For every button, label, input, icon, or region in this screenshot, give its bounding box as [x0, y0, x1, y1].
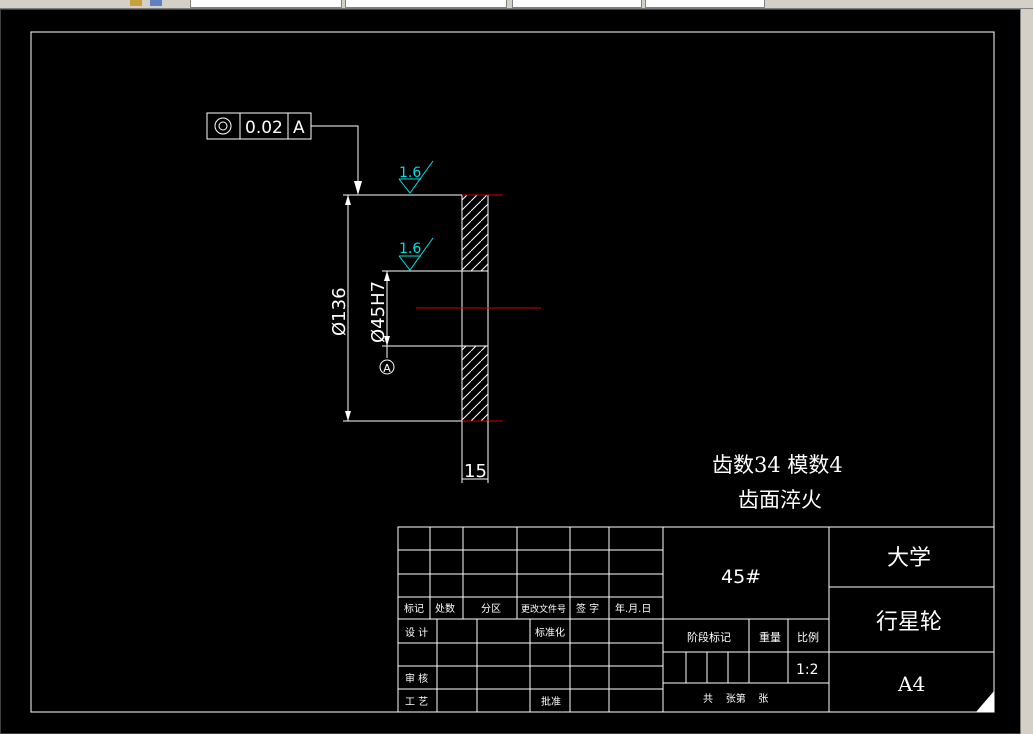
- organization: 大学: [887, 546, 931, 571]
- rev-header: 更改文件号: [521, 603, 566, 615]
- dimension-bore: Ø45H7: [368, 270, 462, 347]
- vertical-scrollbar[interactable]: [1020, 9, 1033, 734]
- linetype-dropdown[interactable]: [512, 0, 642, 8]
- design-label: 设 计: [405, 626, 428, 639]
- layer-dropdown[interactable]: [190, 0, 342, 8]
- thickness-dim: 15: [464, 461, 487, 482]
- tolerance-datum: A: [293, 118, 305, 138]
- tolerance-value: 0.02: [245, 118, 283, 138]
- stage-label: 阶段标记: [687, 630, 731, 644]
- weight-label: 重量: [759, 630, 781, 644]
- drawing-border: [30, 31, 995, 713]
- lineweight-dropdown[interactable]: [645, 0, 765, 8]
- gear-section: [416, 194, 541, 422]
- rev-header: 年.月.日: [615, 602, 651, 615]
- roughness-value: 1.6: [399, 165, 421, 181]
- standardize-label: 标准化: [535, 626, 565, 639]
- dimension-thickness: 15: [461, 421, 489, 483]
- scale-value: 1:2: [796, 662, 819, 678]
- layer-state-icon[interactable]: [150, 0, 162, 6]
- sheet-size: A4: [897, 672, 925, 696]
- rev-header: 标记: [404, 603, 424, 615]
- material: 45#: [721, 566, 761, 588]
- roughness-symbol-2: 1.6: [398, 237, 434, 271]
- outer-diameter-dim: Ø136: [329, 287, 350, 336]
- note-line-2: 齿面淬火: [738, 488, 822, 512]
- bore-dim: Ø45H7: [368, 281, 389, 343]
- datum-label: A: [383, 362, 391, 375]
- dimension-outer: Ø136: [329, 194, 462, 422]
- roughness-value: 1.6: [399, 241, 421, 257]
- roughness-symbol-1: 1.6: [398, 160, 434, 194]
- drawing-canvas[interactable]: 0.02 A 1.6 1.6 Ø136: [0, 9, 1021, 734]
- note-line-1: 齿数34 模数4: [712, 453, 843, 477]
- rev-header: 处数: [435, 602, 455, 615]
- scale-label: 比例: [797, 630, 819, 644]
- layer-icon[interactable]: [130, 0, 142, 6]
- process-label: 工 艺: [405, 696, 428, 708]
- concentricity-icon: [214, 117, 232, 135]
- part-name: 行星轮: [876, 610, 942, 635]
- review-label: 审 核: [405, 672, 428, 685]
- sheet-info: 共 张第 张: [703, 692, 768, 705]
- datum-marker: A: [379, 346, 395, 375]
- rev-header: 签 字: [576, 602, 599, 615]
- corner-triangle: [976, 691, 994, 712]
- title-block: [397, 526, 995, 713]
- cad-drawing: 0.02 A 1.6 1.6 Ø136: [30, 31, 995, 713]
- color-dropdown[interactable]: [345, 0, 507, 8]
- tolerance-frame: 0.02 A: [206, 112, 362, 195]
- toolbar: [0, 0, 1033, 9]
- rev-header: 分区: [481, 603, 501, 615]
- approve-label: 批准: [541, 695, 561, 708]
